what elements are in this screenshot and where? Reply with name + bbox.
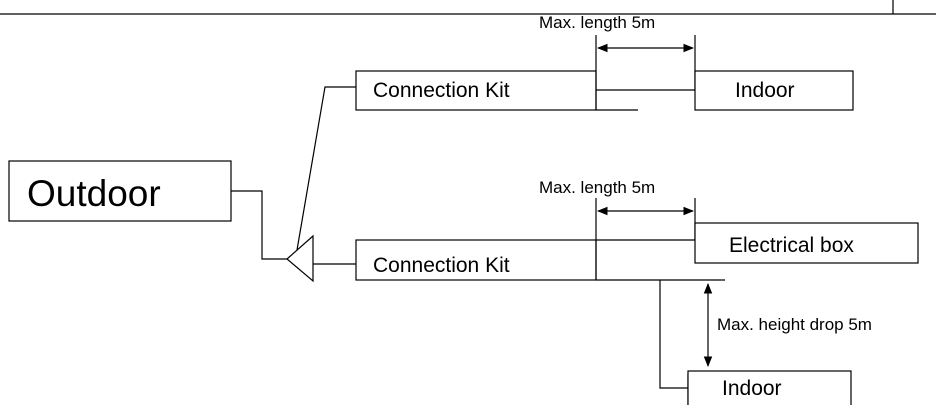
height-drop-note: Max. height drop 5m bbox=[717, 315, 872, 334]
electrical-box-label: Electrical box bbox=[729, 234, 854, 257]
upper-connection-kit bbox=[355, 70, 597, 111]
electrical-box bbox=[694, 222, 919, 264]
upper-indoor-unit bbox=[694, 70, 854, 111]
upper-indoor-label: Indoor bbox=[735, 79, 795, 102]
top-frame bbox=[0, 0, 936, 15]
lower-branch: Connection Kit Max. length 5m Electrical… bbox=[355, 178, 919, 405]
lower-length-note: Max. length 5m bbox=[539, 178, 655, 197]
upper-branch: Connection Kit Max. length 5m Indoor bbox=[355, 13, 854, 111]
lower-indoor-label: Indoor bbox=[722, 377, 782, 400]
upper-length-note: Max. length 5m bbox=[539, 13, 655, 32]
branch-joint bbox=[286, 86, 356, 283]
outdoor-label: Outdoor bbox=[27, 173, 161, 214]
lower-connection-kit-label: Connection Kit bbox=[373, 254, 510, 277]
upper-connection-kit-label: Connection Kit bbox=[373, 79, 510, 102]
outdoor-pipe bbox=[231, 190, 287, 260]
outdoor-unit: Outdoor bbox=[8, 160, 232, 222]
lower-indoor-unit bbox=[687, 370, 852, 405]
